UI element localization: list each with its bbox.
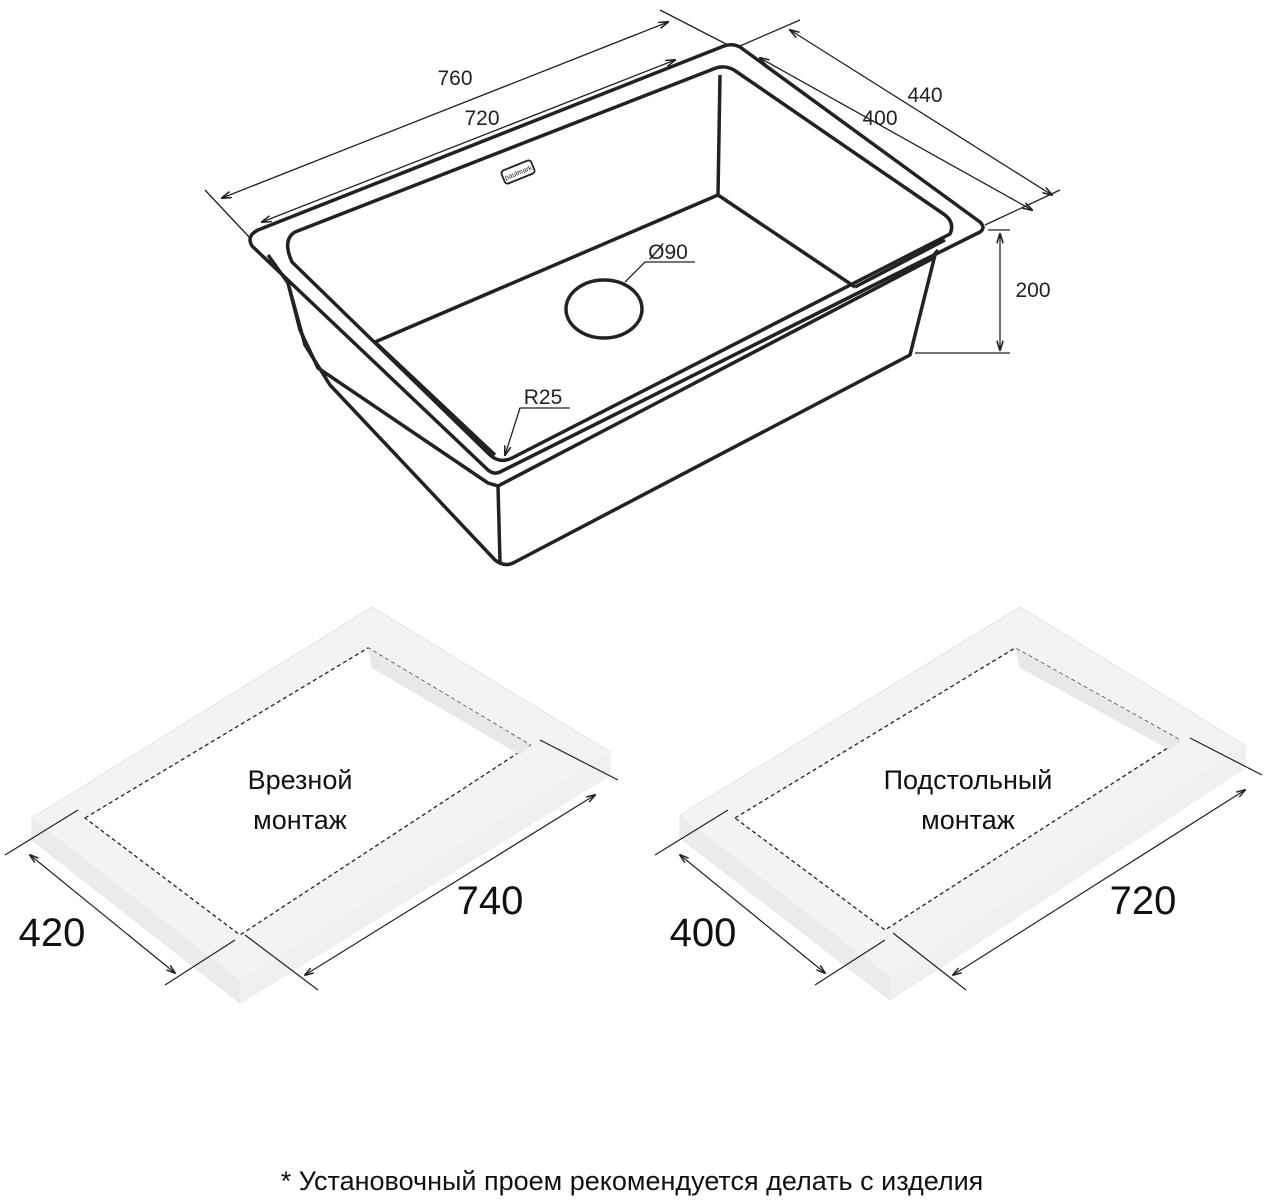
dim-overall-width: 440 (907, 84, 942, 107)
cutout-label-line1: Врезной (248, 765, 353, 795)
dim-radius: R25 (524, 386, 563, 409)
dim-bowl-width: 400 (862, 107, 897, 130)
cutout-width: 420 (19, 911, 86, 955)
dim-depth: 200 (1015, 279, 1050, 302)
dim-bowl-length: 720 (464, 107, 499, 130)
dim-overall-length: 760 (437, 67, 472, 90)
cutout-label-line2: монтаж (921, 805, 1015, 835)
cutout-length: 720 (1110, 879, 1177, 923)
cutout-undermount: Подстольный монтаж 400 720 (654, 606, 1263, 1001)
cutout-length: 740 (457, 879, 524, 923)
sink-outline (248, 42, 985, 567)
dim-drain: Ø90 (648, 241, 688, 264)
dimension-lines (204, 9, 1061, 455)
cutout-drop-in: Врезной монтаж 420 740 (4, 606, 619, 1004)
cutout-width: 400 (670, 911, 737, 955)
brand-logo: paulmark (500, 159, 536, 185)
footnote: * Установочный проем рекомендуется делат… (281, 1166, 984, 1196)
cutout-label-line2: монтаж (253, 805, 347, 835)
cutout-label-line1: Подстольный (884, 765, 1053, 795)
